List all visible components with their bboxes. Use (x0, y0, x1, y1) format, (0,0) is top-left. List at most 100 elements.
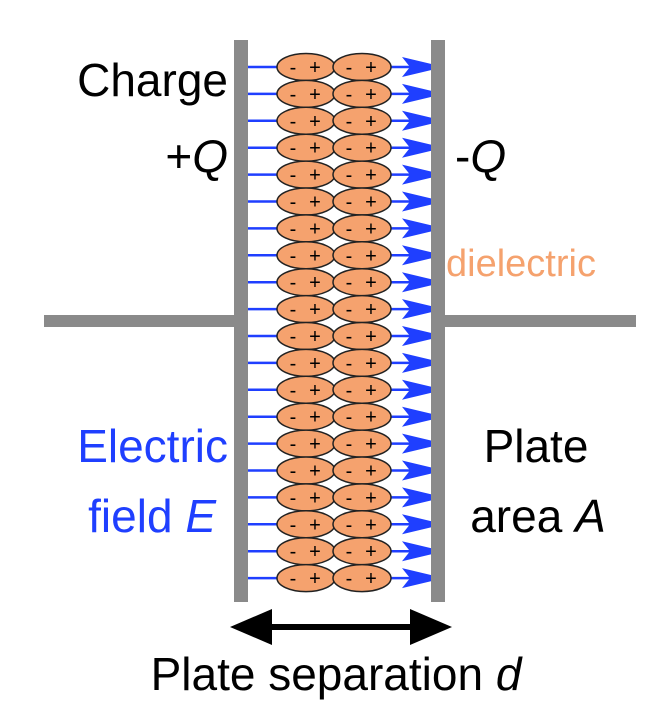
molecule-plus-sign: + (365, 514, 377, 536)
molecule-plus-sign: + (309, 245, 321, 267)
dielectric-molecule: -+ (332, 402, 392, 431)
molecule-plus-sign: + (365, 165, 377, 187)
dielectric-molecule: -+ (332, 294, 392, 324)
dielectric-molecule: -+ (332, 241, 392, 270)
molecule-plus-sign: + (365, 380, 377, 402)
dielectric-molecule: -+ (276, 160, 336, 189)
dielectric-molecule: -+ (332, 267, 392, 297)
molecule-minus-sign: - (346, 514, 353, 536)
molecule-plus-sign: + (365, 434, 377, 456)
molecule-minus-sign: - (346, 380, 353, 402)
molecule-plus-sign: + (309, 353, 321, 375)
dielectric-molecule: -+ (332, 187, 392, 216)
dielectric-molecules: -+-+-+-+-+-+-+-+-+-+-+-+-+-+-+-+-+-+-+-+… (276, 52, 392, 593)
dielectric-molecule: -+ (332, 375, 392, 405)
field-arrowhead (402, 299, 444, 320)
dielectric-molecule: -+ (276, 536, 336, 566)
electric-label: Electric (77, 420, 228, 472)
molecule-plus-sign: + (309, 461, 321, 483)
field-arrowhead (402, 460, 444, 481)
molecule-plus-sign: + (365, 138, 377, 160)
molecule-plus-sign: + (365, 461, 377, 483)
field-arrowhead (402, 191, 444, 212)
molecule-plus-sign: + (365, 568, 377, 590)
dielectric-molecule: -+ (332, 160, 392, 189)
dielectric-molecule: -+ (276, 214, 336, 243)
molecule-minus-sign: - (346, 84, 353, 106)
molecule-minus-sign: - (346, 434, 353, 456)
dielectric-molecule: -+ (276, 510, 336, 539)
charge-label: Charge (77, 54, 228, 106)
field-arrowhead (402, 487, 444, 508)
molecule-minus-sign: - (290, 57, 297, 79)
molecule-minus-sign: - (346, 299, 353, 321)
molecule-plus-sign: + (365, 353, 377, 375)
left-wire (44, 315, 240, 327)
molecule-minus-sign: - (290, 165, 297, 187)
molecule-plus-sign: + (309, 218, 321, 240)
molecule-plus-sign: + (309, 487, 321, 509)
molecule-plus-sign: + (365, 245, 377, 267)
dielectric-molecule: -+ (276, 133, 336, 162)
field-arrowhead (402, 514, 444, 535)
molecule-plus-sign: + (309, 192, 321, 214)
molecule-plus-sign: + (365, 218, 377, 240)
dielectric-molecule: -+ (276, 79, 336, 109)
molecule-plus-sign: + (365, 407, 377, 429)
field-arrowhead (402, 326, 444, 346)
molecule-minus-sign: - (290, 407, 297, 429)
dielectric-molecule: -+ (276, 52, 336, 82)
dielectric-molecule: -+ (332, 510, 392, 539)
dielectric-molecule: -+ (276, 241, 336, 270)
separation-label: Plate separation d (151, 648, 523, 700)
molecule-minus-sign: - (290, 218, 297, 240)
dielectric-molecule: -+ (332, 52, 392, 82)
plate-label: Plate (484, 420, 589, 472)
field-arrowhead (402, 57, 444, 77)
molecule-minus-sign: - (346, 245, 353, 267)
molecule-plus-sign: + (309, 541, 321, 563)
molecule-minus-sign: - (290, 434, 297, 456)
molecule-plus-sign: + (365, 111, 377, 133)
molecule-minus-sign: - (290, 272, 297, 294)
dielectric-molecule: -+ (332, 348, 392, 378)
dielectric-molecule: -+ (276, 348, 336, 378)
field-arrowhead (402, 406, 444, 427)
molecule-minus-sign: - (346, 353, 353, 375)
molecule-plus-sign: + (309, 111, 321, 133)
dielectric-molecule: -+ (276, 429, 336, 458)
separation-arrow (230, 609, 452, 645)
molecule-minus-sign: - (290, 111, 297, 133)
molecule-minus-sign: - (346, 111, 353, 133)
molecule-plus-sign: + (309, 165, 321, 187)
molecule-minus-sign: - (346, 568, 353, 590)
field-arrowhead (402, 352, 444, 373)
molecule-minus-sign: - (346, 192, 353, 214)
molecule-minus-sign: - (290, 192, 297, 214)
right-wire (440, 315, 636, 327)
molecule-minus-sign: - (346, 218, 353, 240)
molecule-plus-sign: + (309, 326, 321, 348)
molecule-minus-sign: - (290, 568, 297, 590)
molecule-minus-sign: - (290, 514, 297, 536)
molecule-minus-sign: - (290, 299, 297, 321)
dielectric-molecule: -+ (332, 79, 392, 109)
dielectric-molecule: -+ (276, 402, 336, 431)
field-arrowhead (402, 83, 444, 104)
dielectric-molecule: -+ (276, 456, 336, 485)
negative-charge-label: -Q (455, 130, 506, 182)
molecule-plus-sign: + (309, 380, 321, 402)
molecule-plus-sign: + (309, 84, 321, 106)
molecule-minus-sign: - (346, 487, 353, 509)
field-arrowhead (402, 110, 444, 131)
field-arrowhead (402, 164, 444, 185)
dielectric-molecule: -+ (276, 321, 336, 351)
molecule-plus-sign: + (309, 407, 321, 429)
molecule-minus-sign: - (346, 407, 353, 429)
molecule-minus-sign: - (346, 272, 353, 294)
molecule-plus-sign: + (365, 192, 377, 214)
dielectric-molecule: -+ (332, 106, 392, 136)
dielectric-molecule: -+ (276, 294, 336, 324)
